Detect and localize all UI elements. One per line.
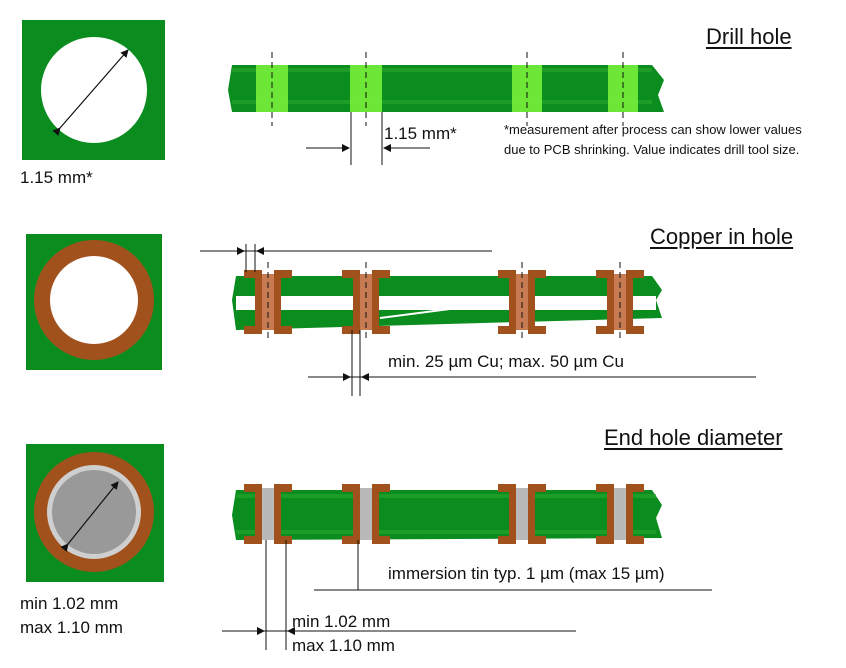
drill-diameter-arrow xyxy=(52,49,129,136)
copper-lip xyxy=(626,484,644,492)
copper-wall xyxy=(255,488,262,540)
copper-lip xyxy=(528,484,546,492)
copper-lip xyxy=(528,536,546,544)
drill-pad-label: 1.15 mm* xyxy=(20,168,93,187)
copper-lip xyxy=(626,326,644,334)
endhole-board xyxy=(232,490,662,540)
copper-lip xyxy=(596,326,614,334)
copper-center-lines xyxy=(267,262,621,340)
copper-wall xyxy=(509,488,516,540)
copper-lip xyxy=(342,536,360,544)
copper-lip xyxy=(528,270,546,278)
copper-wall xyxy=(626,274,633,330)
copper-lip xyxy=(244,326,262,334)
copper-lip xyxy=(244,270,262,278)
copper-wall xyxy=(353,488,360,540)
copper-wall xyxy=(255,274,262,330)
copper-lip xyxy=(498,536,516,544)
copper-wall xyxy=(372,488,379,540)
drill-board xyxy=(228,65,664,112)
tin-hole-fill xyxy=(360,488,372,540)
copper-dimension-label: min. 25 µm Cu; max. 50 µm Cu xyxy=(388,352,624,371)
endhole-pad-label-2: max 1.10 mm xyxy=(20,618,123,637)
copper-wall xyxy=(274,274,281,330)
endhole-bottom-label-1: min 1.02 mm xyxy=(292,612,391,631)
drill-hole-circle xyxy=(41,37,147,143)
copper-lip xyxy=(372,484,390,492)
endhole-dimension-label: immersion tin typ. 1 µm (max 15 µm) xyxy=(388,564,665,583)
copper-wall xyxy=(509,274,516,330)
copper-lip xyxy=(528,326,546,334)
tin-hole-fill xyxy=(262,488,274,540)
drill-title: Drill hole xyxy=(706,24,792,49)
drill-center-lines xyxy=(271,52,624,126)
copper-board xyxy=(232,276,662,330)
copper-lip xyxy=(596,484,614,492)
copper-wall xyxy=(607,488,614,540)
copper-lip xyxy=(342,326,360,334)
copper-lip xyxy=(244,536,262,544)
copper-dimension-lines xyxy=(200,244,756,396)
copper-wall xyxy=(626,488,633,540)
copper-lip xyxy=(372,536,390,544)
tin-hole-fill xyxy=(516,488,528,540)
copper-wall xyxy=(607,274,614,330)
drill-section xyxy=(22,20,664,165)
copper-lip xyxy=(274,536,292,544)
tin-hole-fill xyxy=(614,488,626,540)
copper-lip xyxy=(596,270,614,278)
drill-note-line-1: *measurement after process can show lowe… xyxy=(504,122,802,137)
copper-wall xyxy=(372,274,379,330)
copper-lip xyxy=(498,326,516,334)
copper-title: Copper in hole xyxy=(650,224,794,249)
copper-lip xyxy=(274,270,292,278)
copper-section xyxy=(26,234,756,396)
copper-hole-circle xyxy=(50,256,138,344)
copper-lip xyxy=(274,326,292,334)
copper-lip xyxy=(342,270,360,278)
copper-lip xyxy=(626,536,644,544)
copper-wall xyxy=(274,488,281,540)
copper-lip xyxy=(596,536,614,544)
drill-note: *measurement after process can show lowe… xyxy=(504,120,802,160)
copper-lip xyxy=(342,484,360,492)
endhole-bottom-label-2: max 1.10 mm xyxy=(292,636,395,655)
copper-lip xyxy=(626,270,644,278)
copper-lip xyxy=(372,270,390,278)
copper-lip xyxy=(372,326,390,334)
drill-dimension-label: 1.15 mm* xyxy=(384,124,457,143)
copper-wall xyxy=(353,274,360,330)
endhole-dimension-lines xyxy=(222,540,712,650)
endhole-pad-label-1: min 1.02 mm xyxy=(20,594,119,613)
endhole-diameter-arrow xyxy=(60,481,119,552)
endhole-section xyxy=(26,444,712,650)
drill-note-line-2: due to PCB shrinking. Value indicates dr… xyxy=(504,142,800,157)
copper-lip xyxy=(498,484,516,492)
copper-lip xyxy=(274,484,292,492)
endhole-barrels xyxy=(244,484,644,544)
copper-wall xyxy=(528,488,535,540)
endhole-title: End hole diameter xyxy=(604,425,783,450)
copper-lip xyxy=(498,270,516,278)
copper-wall xyxy=(528,274,535,330)
copper-lip xyxy=(244,484,262,492)
drill-dimension-lines xyxy=(306,112,430,165)
